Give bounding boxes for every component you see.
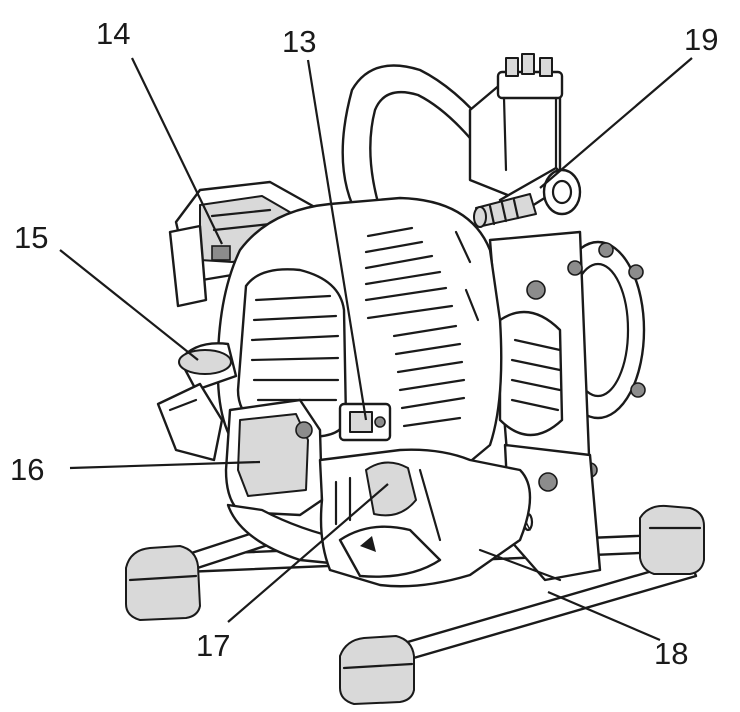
callout-18: 18 [654, 636, 688, 671]
callout-labels: 13 14 15 16 17 18 19 [10, 16, 718, 671]
leader-18 [547, 590, 661, 642]
callout-17: 17 [196, 628, 230, 663]
item-18-base-frame [478, 548, 562, 582]
callout-13: 13 [282, 24, 316, 59]
leader-16 [69, 460, 261, 470]
pump-housing [488, 230, 646, 582]
callout-15: 15 [14, 220, 48, 255]
callout-16: 16 [10, 452, 44, 487]
base-frame [125, 504, 705, 705]
item-13-stop-switch [338, 402, 392, 442]
leader-17 [227, 483, 389, 623]
item-17-muffler [318, 448, 532, 588]
leader-lines [59, 57, 693, 642]
leader-13 [306, 59, 368, 421]
leader-14 [131, 57, 223, 245]
cooling-slots [364, 226, 480, 428]
leader-15 [59, 249, 199, 361]
callout-19: 19 [684, 22, 718, 57]
callout-14: 14 [96, 16, 130, 51]
leader-19 [539, 57, 693, 189]
item-19-knob [473, 166, 582, 228]
